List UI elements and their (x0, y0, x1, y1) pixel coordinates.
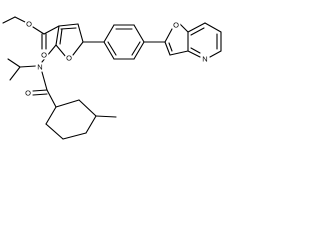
bond-cy-1 (46, 89, 57, 108)
atom-pyridine-n: N (200, 54, 210, 64)
bond-isopropyl-me1 (7, 58, 21, 68)
atom-label-furopyridine-o: O (173, 21, 179, 30)
bond-furan-c3-c4 (58, 23, 79, 27)
bond-cy-7 (45, 106, 57, 125)
bond-cy-3 (78, 99, 97, 117)
bond-cy-2 (55, 99, 80, 108)
bond-ester-to-furan (43, 25, 60, 35)
atom-ester-ether-o: O (24, 19, 34, 29)
bond-phenyl-4-double (131, 41, 141, 56)
bond-phenyl-1 (103, 24, 115, 43)
atom-furan-o: O (64, 53, 74, 63)
bond-py-n-c3a-double (190, 47, 201, 54)
atom-furopyridine-o: O (171, 20, 181, 30)
bond-ethyl-ch3 (2, 16, 16, 24)
bond-furan-c5-o (72, 41, 84, 56)
atom-ester-carbonyl-o: O (39, 50, 49, 60)
bond-fp-c3-c2 (164, 41, 171, 56)
bond-py-c5-n (209, 50, 222, 58)
bond-phenyl-6-double (107, 41, 117, 56)
bond-isopropyl-me2 (9, 66, 21, 81)
atom-amide-o: O (23, 88, 33, 98)
bond-fp-o-c7a (179, 23, 189, 33)
bond-ethyl-ch2 (14, 16, 26, 23)
bond-py-c7-c6 (204, 22, 222, 33)
atom-label-pyridine-n: N (202, 55, 207, 64)
bond-fp-c3-c2-double (168, 42, 173, 52)
bonds (2, 16, 222, 140)
bond-ester-o-carbon (32, 26, 45, 35)
bond-phenyl-4 (133, 41, 145, 60)
bond-cy-methyl (95, 115, 117, 118)
bond-phenyl-6 (103, 41, 115, 60)
atom-label-amine-n: N (37, 63, 42, 72)
bond-furan-c3-c4-double (60, 27, 77, 30)
bond-n-isopropyl-ch (19, 65, 37, 68)
bond-cy-5 (62, 132, 87, 140)
bond-py-n-c3a (187, 50, 201, 58)
bond-py-c7a-c7-double (190, 27, 205, 36)
chemical-structure: O O O N O O N (2, 16, 222, 140)
bond-py-c7a-c7 (187, 22, 206, 33)
atom-label-ester-ether-o: O (26, 20, 32, 29)
bond-cy-6 (45, 123, 64, 140)
bond-furan-o-c2 (55, 44, 67, 58)
bond-amide-c-o-double (32, 93, 48, 96)
bond-cy-4 (85, 115, 97, 134)
atom-label-furan-o: O (66, 54, 72, 63)
bond-furan-c2-c3 (55, 25, 60, 46)
bond-n-carbonyl (41, 71, 48, 91)
atom-label-amide-o: O (25, 89, 31, 98)
bond-phenyl-3 (133, 24, 145, 43)
bond-amide-c-o (32, 89, 48, 92)
atom-amine-n: N (35, 62, 45, 72)
bond-furan-c2-c3-double (59, 28, 63, 45)
bond-furan-c4-c5 (77, 23, 84, 43)
bond-fp-c3a-c3 (169, 50, 189, 56)
atom-labels: O O O N O O N (23, 19, 210, 98)
atom-label-ester-carbonyl-o: O (41, 51, 47, 60)
bond-fp-c2-o (164, 28, 173, 43)
